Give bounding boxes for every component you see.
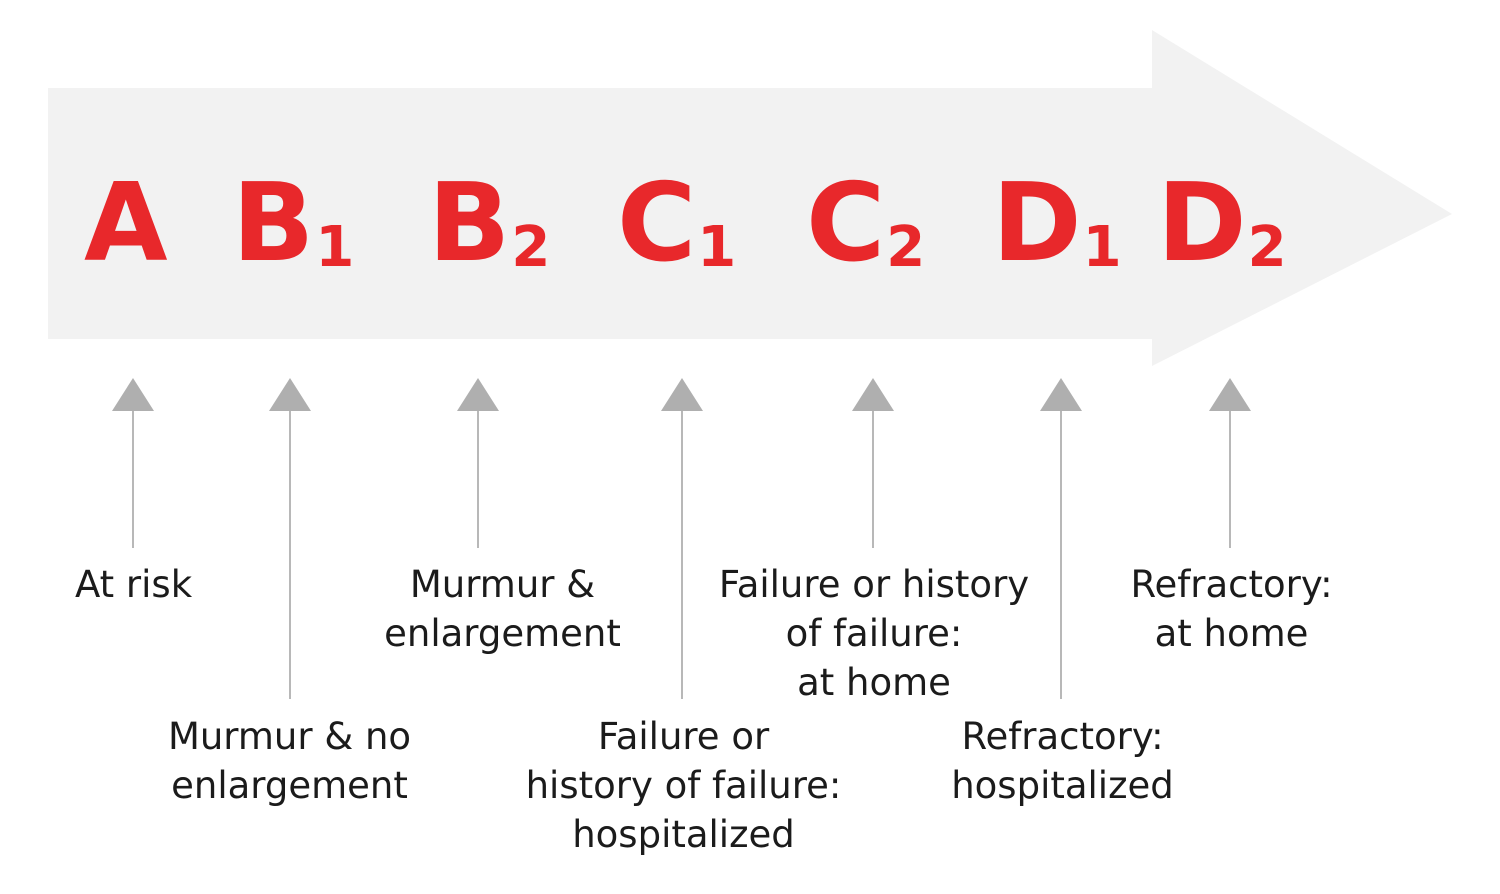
- connector-line: [1060, 411, 1062, 699]
- caption-d1: Refractory: hospitalized: [951, 715, 1174, 808]
- stage-progression-arrow: [48, 30, 1452, 366]
- stage-label-b2: B2: [428, 161, 551, 286]
- connector-line: [289, 411, 291, 699]
- pointer-up-icon: [661, 378, 703, 411]
- pointer-up-icon: [1209, 378, 1251, 411]
- caption-b1: Murmur & no enlargement: [167, 715, 412, 808]
- connector-line: [477, 411, 479, 548]
- caption-c2: Failure or history of failure: at home: [718, 563, 1030, 705]
- connector-line: [132, 411, 134, 548]
- stage-label-a: A: [84, 161, 168, 286]
- connector-line: [1229, 411, 1231, 548]
- connector-line: [872, 411, 874, 548]
- caption-a: At risk: [75, 563, 193, 606]
- caption-b2: Murmur & enlargement: [384, 563, 621, 656]
- pointer-up-icon: [457, 378, 499, 411]
- stage-label-d1: D1: [992, 161, 1122, 286]
- stage-label-b1: B1: [232, 161, 355, 286]
- arrow-shape: [48, 30, 1452, 366]
- pointer-up-icon: [1040, 378, 1082, 411]
- pointer-up-icon: [269, 378, 311, 411]
- stage-label-c2: C2: [806, 161, 926, 286]
- stage-label-c1: C1: [617, 161, 737, 286]
- caption-c1: Failure or history of failure: hospitali…: [525, 715, 842, 857]
- caption-d2: Refractory: at home: [1130, 563, 1333, 656]
- stage-label-d2: D2: [1157, 161, 1287, 286]
- pointer-up-icon: [852, 378, 894, 411]
- connector-line: [681, 411, 683, 699]
- pointer-up-icon: [112, 378, 154, 411]
